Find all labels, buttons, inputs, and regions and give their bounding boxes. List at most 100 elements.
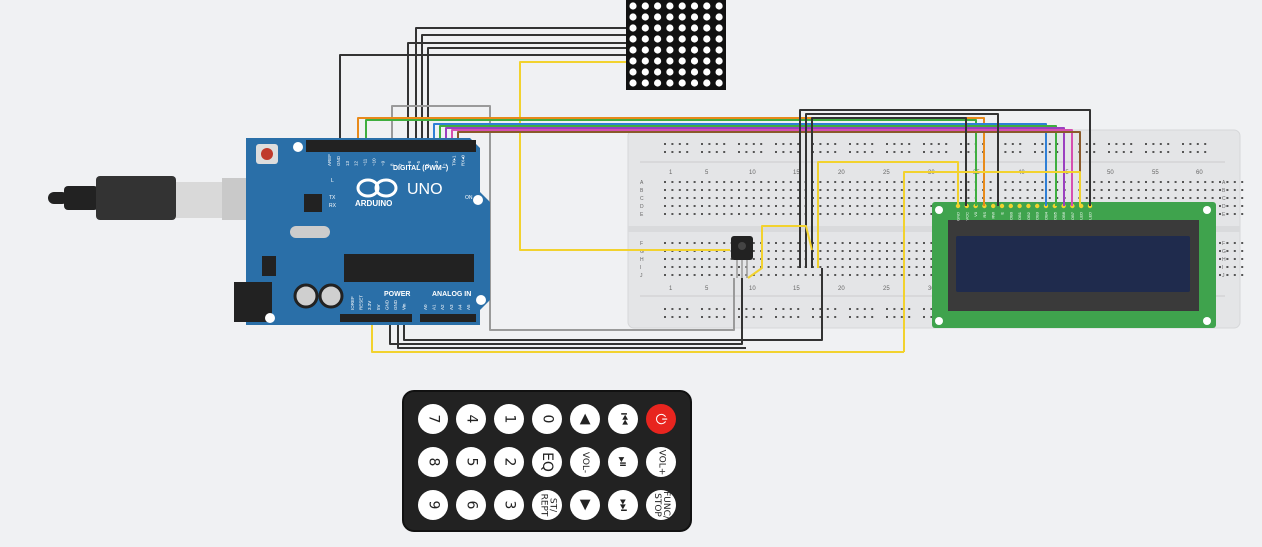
lcd-pin-label: E <box>1000 212 1005 215</box>
remote-button-digit[interactable]: 7 <box>418 404 448 434</box>
breadboard-row-letter: B <box>640 188 644 194</box>
arduino-pin-label: RX◂0 <box>461 154 466 166</box>
arduino-uno[interactable]: UNO ARDUINO DIGITAL (PWM~) POWER ANALOG … <box>234 138 490 325</box>
reset-button[interactable] <box>261 148 273 160</box>
lcd-pin-label: LED <box>1088 212 1093 220</box>
breadboard-column-number: 20 <box>838 286 845 292</box>
remote-button-st-rept[interactable]: ST/ REPT <box>532 490 562 520</box>
arduino-pin-label: ~9 <box>380 160 385 166</box>
breadboard-row-letter: A <box>640 180 644 186</box>
breadboard-column-number: 15 <box>793 170 800 176</box>
remote-button-label: 3 <box>500 500 517 510</box>
remote-button-label: 1 <box>500 414 517 424</box>
arduino-pin-label: 3.3V <box>367 301 372 310</box>
lcd-screen <box>956 236 1190 292</box>
lcd-pin-label: GND <box>956 212 961 221</box>
breadboard-row-letter: F <box>1222 241 1225 247</box>
usb-cable <box>48 176 248 220</box>
breadboard-column-number: 10 <box>749 170 756 176</box>
arduino-pin-label: ~11 <box>363 158 368 166</box>
breadboard-column-number: 5 <box>705 170 709 176</box>
on-label: ON <box>465 195 473 201</box>
breadboard-row-letter: B <box>1222 188 1226 194</box>
down-icon: ⏭ <box>614 498 631 512</box>
remote-button-label: ST/ REPT <box>538 493 557 517</box>
breadboard-row-letter: G <box>1222 249 1226 255</box>
arduino-pin-label: ~6 <box>407 160 412 166</box>
remote-button-up[interactable]: ⏮ <box>608 404 638 434</box>
remote-button-digit[interactable]: 6 <box>456 490 486 520</box>
lcd-pin[interactable] <box>1017 203 1022 209</box>
remote-button-power[interactable]: ⏻ <box>646 404 676 434</box>
arduino-pin-label: 13 <box>345 160 350 166</box>
led-matrix-8x8[interactable] <box>626 0 726 90</box>
breadboard-column-number: 1 <box>669 170 673 176</box>
remote-button-vol-up[interactable]: VOL+ <box>646 447 676 477</box>
ir-receiver[interactable] <box>731 236 753 278</box>
remote-button-eq[interactable]: EQ <box>532 447 562 477</box>
remote-button-digit[interactable]: 8 <box>418 447 448 477</box>
remote-button-digit[interactable]: 9 <box>418 490 448 520</box>
lcd-pin-label: DB1 <box>1017 211 1022 220</box>
breadboard-column-number: 55 <box>1152 170 1159 176</box>
remote-button-digit[interactable]: 5 <box>456 447 486 477</box>
lcd-pin-label: LED <box>1079 212 1084 220</box>
remote-button-digit[interactable]: 4 <box>456 404 486 434</box>
breadboard-column-number: 1 <box>669 286 673 292</box>
arduino-pin-label: A0 <box>423 304 428 310</box>
breadboard-column-number: 25 <box>883 170 890 176</box>
breadboard-row-letter: C <box>640 196 644 202</box>
remote-button-digit[interactable]: 0 <box>532 404 562 434</box>
wires[interactable] <box>339 27 1091 353</box>
arduino-pin-label: AREF <box>327 154 332 166</box>
remote-button-func-stop[interactable]: FUNC/ STOP <box>646 490 676 520</box>
breadboard-row-letter: H <box>1222 257 1226 263</box>
remote-button-play-pause[interactable]: ⏯ <box>608 447 638 477</box>
remote-button-digit[interactable]: 1 <box>494 404 524 434</box>
arduino-pin-label: Vin <box>402 303 407 310</box>
remote-button-next[interactable]: ▶ <box>570 490 600 520</box>
lcd-pin-label: RS <box>982 212 987 218</box>
arduino-pin-label: 8 <box>389 163 394 166</box>
lcd-pin[interactable] <box>1035 203 1040 209</box>
lcd-pin[interactable] <box>1008 203 1013 209</box>
breadboard-column-number: 30 <box>928 286 935 292</box>
arduino-pin-label: A2 <box>440 304 445 310</box>
breadboard-column-number: 60 <box>1196 170 1203 176</box>
arduino-pin-label: TX▸1 <box>452 155 457 166</box>
remote-button-vol-down[interactable]: VOL- <box>570 447 600 477</box>
lcd-pin[interactable] <box>1026 203 1031 209</box>
breadboard-row-letter: I <box>1222 265 1223 271</box>
arduino-pin-label: A4 <box>457 304 462 310</box>
remote-button-digit[interactable]: 3 <box>494 490 524 520</box>
breadboard-row-letter: E <box>1222 212 1226 218</box>
lcd-pin-label: DB3 <box>1035 211 1040 220</box>
remote-button-label: FUNC/ STOP <box>651 491 671 519</box>
breadboard-row-letter: F <box>640 241 643 247</box>
arduino-pin-label: A1 <box>432 304 437 310</box>
arduino-pin-label: GND <box>384 299 389 310</box>
lcd-pin-label: DB6 <box>1061 211 1066 220</box>
remote-button-down[interactable]: ⏭ <box>608 490 638 520</box>
board-brand: ARDUINO <box>355 199 392 208</box>
remote-button-label: VOL+ <box>656 449 667 475</box>
arduino-pin-label: GND <box>336 155 341 166</box>
remote-button-label: 7 <box>424 414 441 424</box>
up-icon: ⏮ <box>614 412 631 426</box>
lcd-pin[interactable] <box>999 203 1005 209</box>
lcd-pin[interactable] <box>991 203 996 209</box>
power-icon: ⏻ <box>652 413 669 425</box>
arduino-pin-label: 4 <box>425 163 430 166</box>
prev-icon: ◀ <box>577 413 593 425</box>
remote-button-prev[interactable]: ◀ <box>570 404 600 434</box>
lcd-pin-label: DB2 <box>1026 211 1031 220</box>
l-label: L <box>331 178 334 184</box>
remote-button-label: 2 <box>500 457 517 467</box>
remote-button-label: 9 <box>424 500 441 510</box>
lcd-pin-label: DB4 <box>1044 211 1049 220</box>
breadboard-column-number: 15 <box>793 286 800 292</box>
remote-button-digit[interactable]: 2 <box>494 447 524 477</box>
